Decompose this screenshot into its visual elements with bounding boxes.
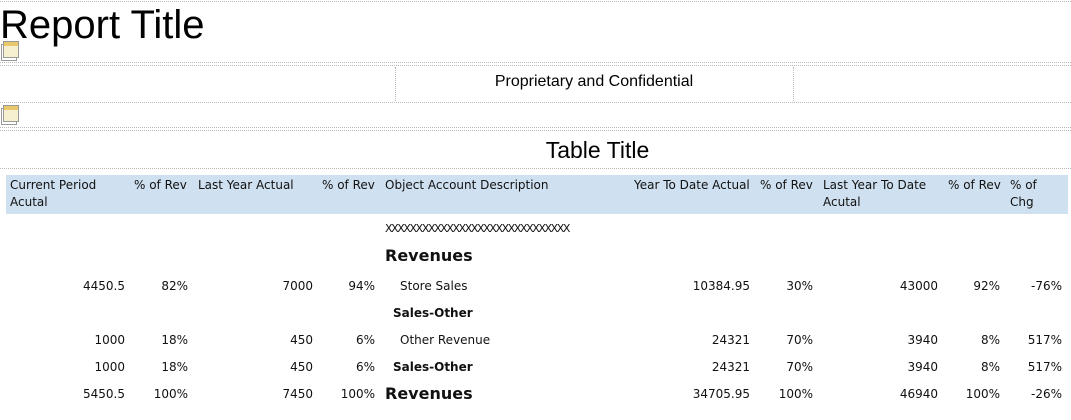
table-header	[6, 175, 1068, 214]
col-current-period-actual: Current Period Acutal	[10, 178, 97, 209]
account-description: Revenues	[385, 384, 473, 403]
image-placeholder-icon	[1, 40, 19, 61]
col-pct-chg: % of Chg	[1010, 178, 1037, 209]
last-year-value: 7450	[282, 387, 313, 401]
placeholder-text: XXXXXXXXXXXXXXXXXXXXXXXXXXXXXX	[385, 222, 570, 235]
pct-chg-value: -26%	[1030, 387, 1062, 401]
pct-rev-value: 70%	[786, 360, 813, 374]
pct-rev-value: 100%	[153, 387, 188, 401]
pct-rev-value: 6%	[355, 333, 375, 347]
ytd-value: 24321	[711, 333, 750, 347]
current-period-value: 1000	[94, 333, 125, 347]
confidential-row	[0, 67, 1071, 103]
pct-rev-value: 8%	[980, 333, 1000, 347]
col-last-ytd-actual: Last Year To Date Acutal	[823, 178, 927, 209]
last-ytd-value: 3940	[907, 360, 938, 374]
table-title: Table Title	[545, 137, 650, 163]
col-pct-rev-3: % of Rev	[760, 178, 813, 192]
pct-rev-value: 8%	[980, 360, 1000, 374]
pct-rev-value: 70%	[786, 333, 813, 347]
ytd-value: 10384.95	[692, 279, 750, 293]
group-heading: Revenues	[385, 246, 473, 265]
col-ytd-actual: Year To Date Actual	[634, 178, 750, 192]
last-ytd-value: 3940	[907, 333, 938, 347]
pct-chg-value: 517%	[1027, 333, 1062, 347]
pct-rev-value: 92%	[973, 279, 1000, 293]
ytd-value: 34705.95	[692, 387, 750, 401]
ytd-value: 24321	[711, 360, 750, 374]
pct-rev-value: 100%	[965, 387, 1000, 401]
account-description: Other Revenue	[400, 333, 491, 347]
confidential-label: Proprietary and Confidential	[494, 73, 694, 90]
pct-rev-value: 6%	[355, 360, 375, 374]
current-period-value: 1000	[94, 360, 125, 374]
col-pct-rev-1: % of Rev	[134, 178, 187, 192]
account-description: Sales-Other	[393, 360, 473, 374]
col-last-year-actual: Last Year Actual	[198, 178, 294, 192]
pct-rev-value: 82%	[161, 279, 188, 293]
current-period-value: 5450.5	[83, 387, 125, 401]
pct-rev-value: 94%	[348, 279, 375, 293]
last-year-value: 450	[290, 333, 313, 347]
last-ytd-value: 43000	[899, 279, 938, 293]
col-pct-rev-4: % of Rev	[948, 178, 1001, 192]
pct-chg-value: 517%	[1027, 360, 1062, 374]
pct-rev-value: 100%	[778, 387, 813, 401]
col-object-account-description: Object Account Description	[385, 178, 549, 192]
account-description: Store Sales	[400, 279, 468, 293]
current-period-value: 4450.5	[83, 279, 125, 293]
last-ytd-value: 46940	[899, 387, 938, 401]
pct-rev-value: 100%	[340, 387, 375, 401]
last-year-value: 450	[290, 360, 313, 374]
pct-rev-value: 30%	[786, 279, 813, 293]
image-placeholder-icon	[1, 104, 19, 125]
pct-rev-value: 18%	[161, 360, 188, 374]
report-title: Report Title	[0, 3, 205, 47]
col-pct-rev-2: % of Rev	[322, 178, 375, 192]
pct-chg-value: -76%	[1030, 279, 1062, 293]
pct-rev-value: 18%	[161, 333, 188, 347]
last-year-value: 7000	[282, 279, 313, 293]
group-subheading: Sales-Other	[393, 306, 473, 320]
